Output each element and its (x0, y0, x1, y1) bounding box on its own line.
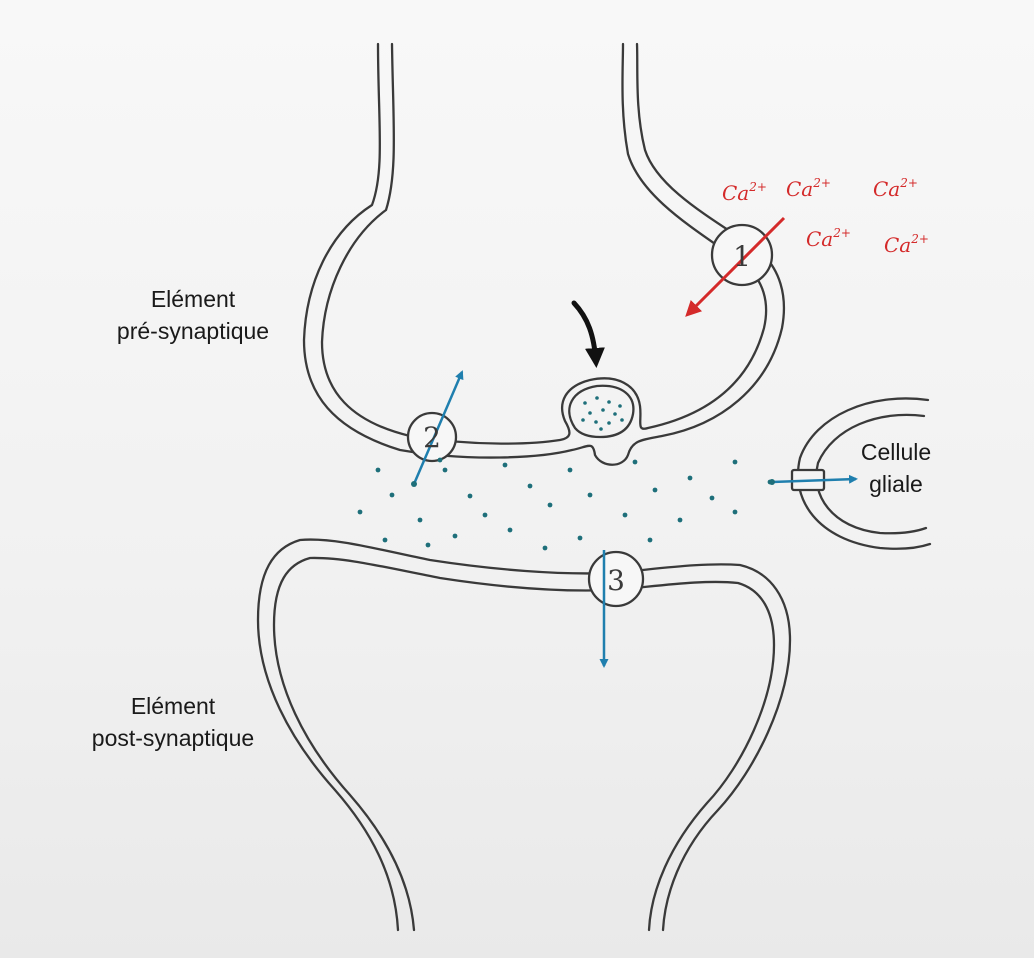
presynaptic-inner-membrane (322, 44, 766, 444)
glial-label-line1: Cellule (836, 436, 956, 468)
glial-label-line2: gliale (836, 468, 956, 500)
marker-3: 3 (607, 564, 625, 597)
marker-1: 1 (733, 240, 751, 273)
postsynaptic-inner-membrane (274, 558, 774, 930)
vesicle-neurotransmitters (581, 396, 624, 431)
glial-cell-label: Cellule gliale (836, 436, 956, 500)
calcium-ion: Ca2+ (722, 180, 767, 205)
marker-2: 2 (423, 421, 441, 454)
arrow-glial-tail-dot (769, 479, 775, 485)
calcium-ion: Ca2+ (786, 176, 831, 201)
presynaptic-label-line1: Elément (88, 283, 298, 315)
postsynaptic-label-line2: post-synaptique (42, 722, 304, 754)
presynaptic-label: Elément pré-synaptique (88, 283, 298, 347)
calcium-ion: Ca2+ (884, 232, 929, 257)
calcium-ion: Ca2+ (806, 226, 851, 251)
postsynaptic-outer-membrane (258, 540, 790, 930)
postsynaptic-label: Elément post-synaptique (42, 690, 304, 754)
arrow-channel-2-tail-dot (411, 481, 417, 487)
arrow-exocytosis (574, 303, 596, 362)
postsynaptic-label-line1: Elément (42, 690, 304, 722)
calcium-ion: Ca2+ (873, 176, 918, 201)
presynaptic-label-line2: pré-synaptique (88, 315, 298, 347)
